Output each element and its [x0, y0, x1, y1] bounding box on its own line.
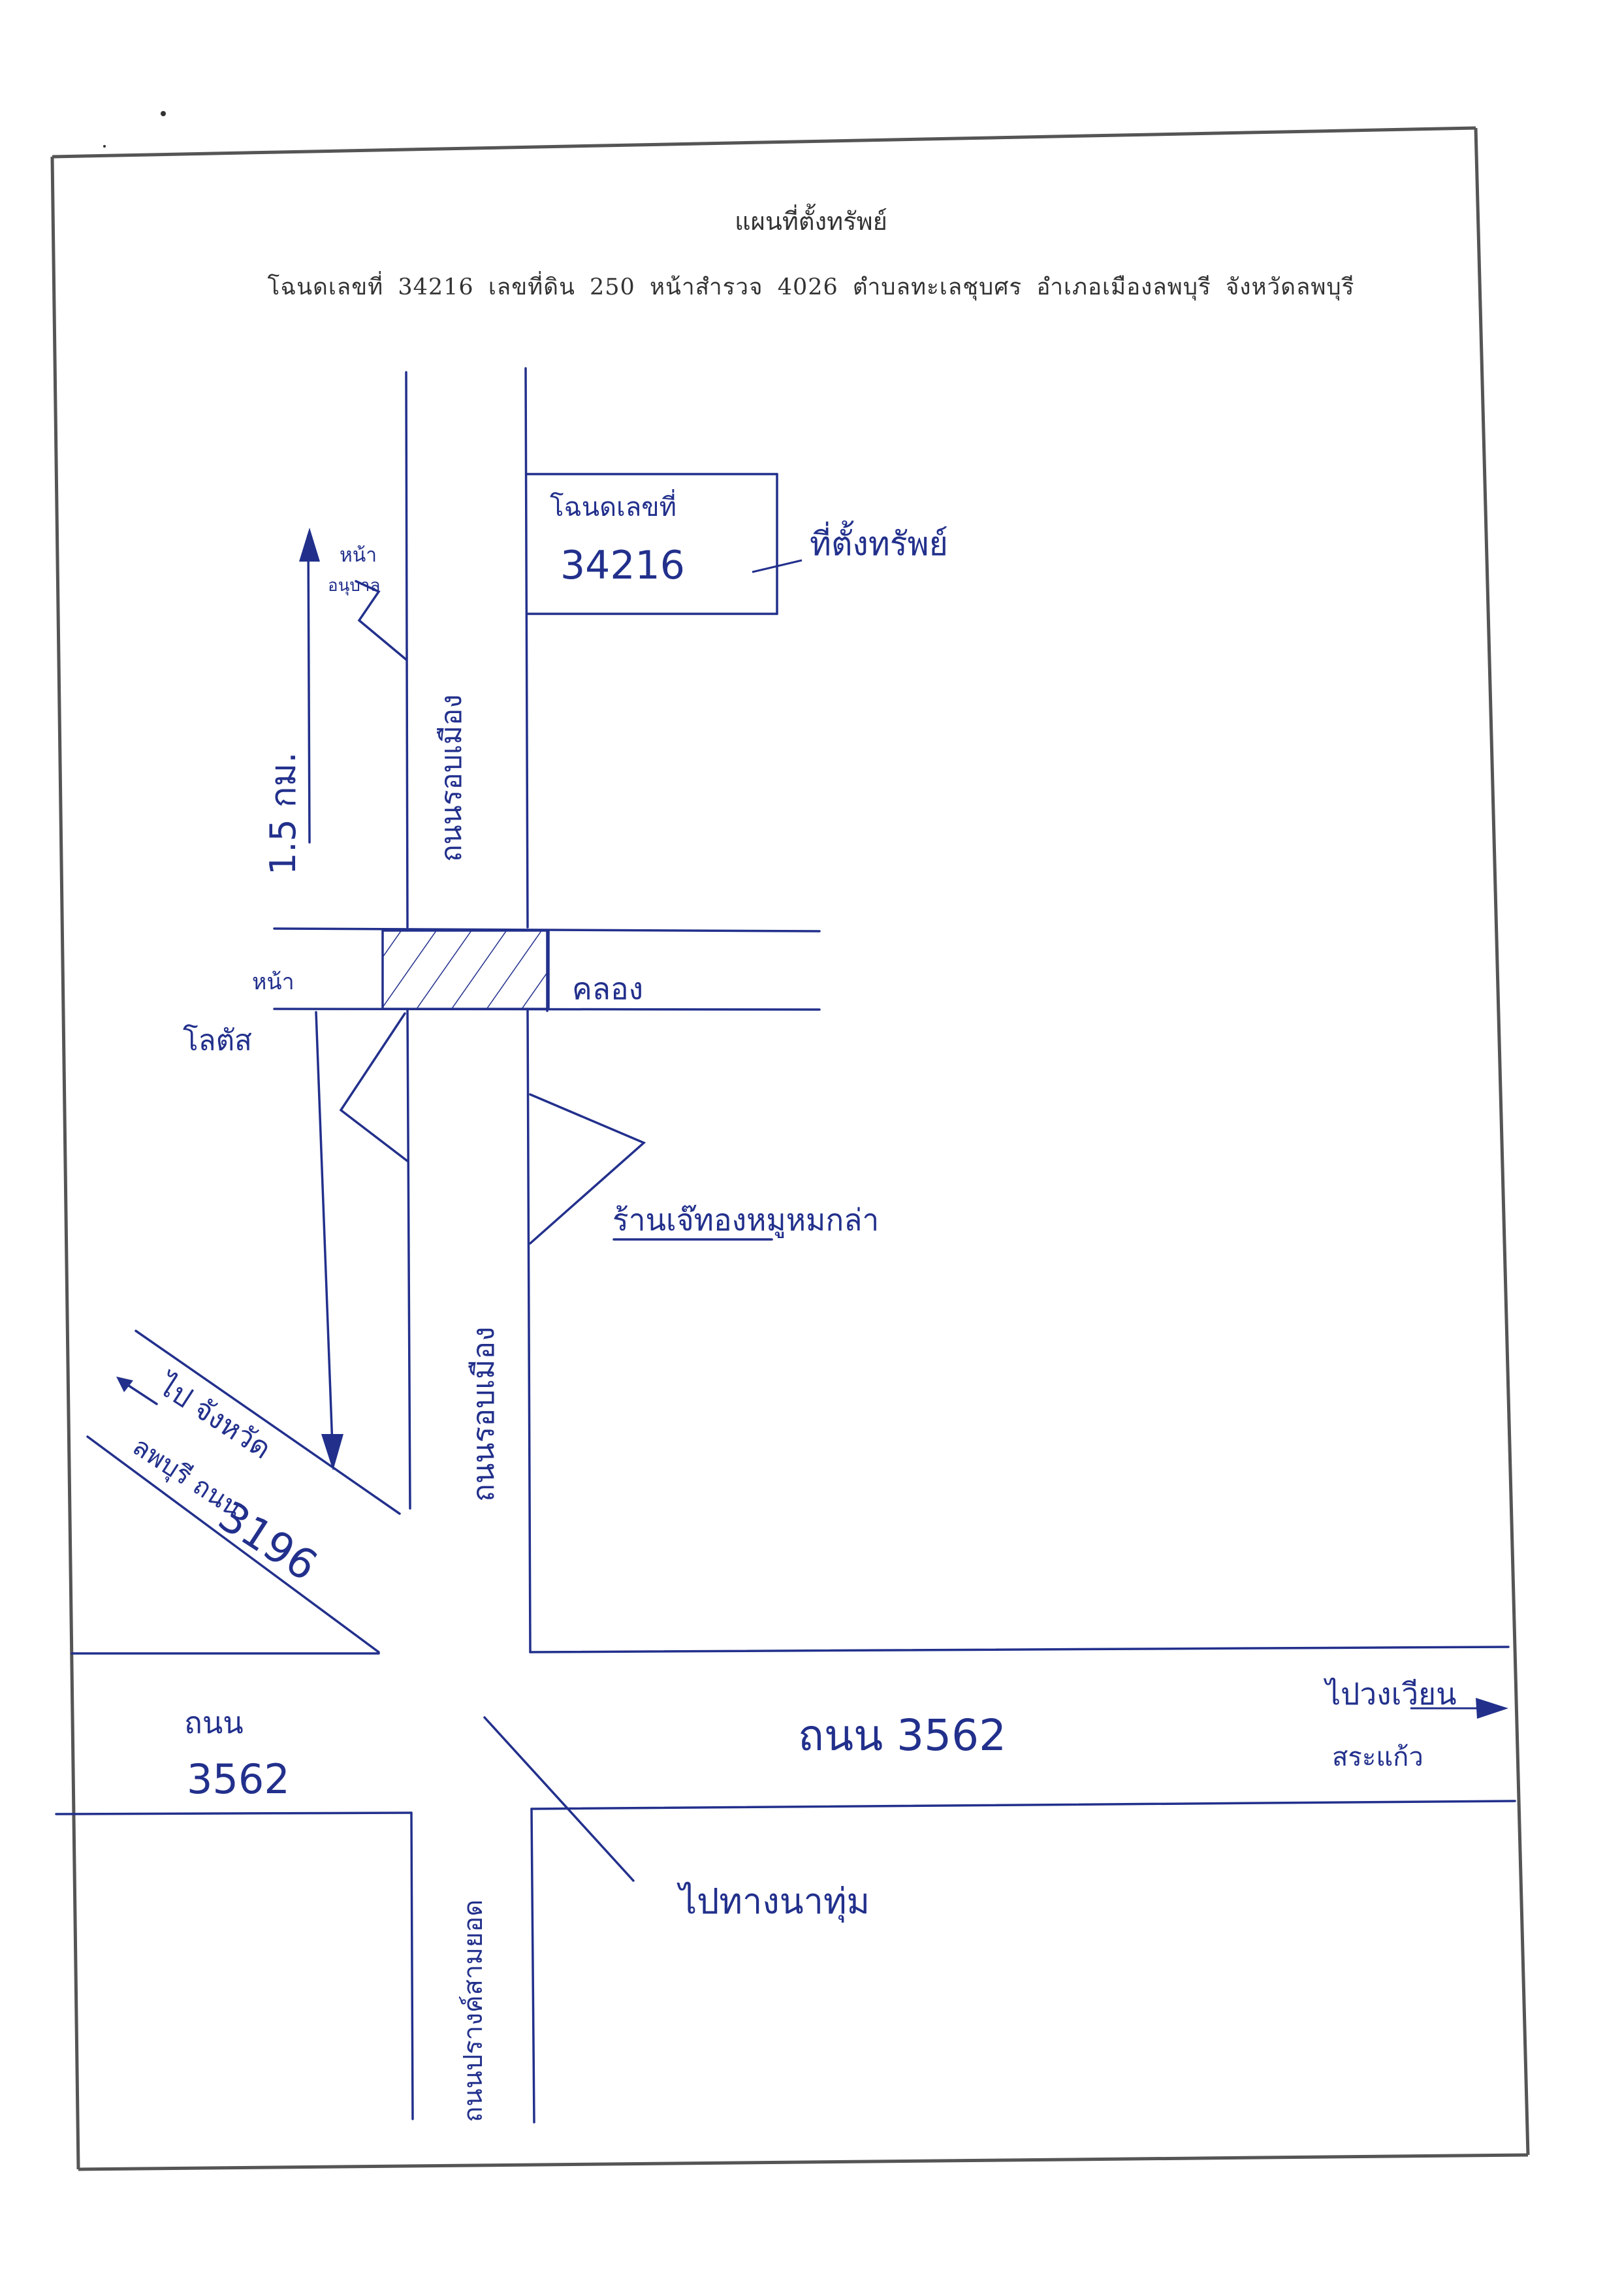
- road-3562: [55, 1646, 1516, 1815]
- bottom-road-label: ถนนปรางค์สามยอด: [458, 1900, 488, 2122]
- scan-specks: [103, 111, 166, 148]
- lower-road: [410, 1808, 535, 2124]
- property-note: ที่ตั้งทรัพย์: [810, 520, 948, 563]
- road-label-upper: ถนนรอบเมือง: [435, 694, 468, 862]
- down-arrow-icon: [321, 1434, 343, 1471]
- road-3562-main: ถนน 3562: [798, 1710, 1006, 1761]
- canal-label: คลอง: [572, 971, 643, 1006]
- lotus-note-bottom: โลตัส: [183, 1024, 252, 1057]
- upper-road: [405, 367, 532, 1653]
- deed-info-line: โฉนดเลขที่ 34216 เลขที่ดิน 250 หน้าสำรวจ…: [267, 274, 1355, 300]
- page-frame: [50, 126, 1530, 2171]
- lotus-note-top: หน้า: [252, 969, 294, 995]
- deed-box-number: 34216: [560, 543, 685, 588]
- deed-box-label: โฉนดเลขที่: [550, 489, 676, 522]
- road-label-lower: ถนนรอบเมือง: [466, 1327, 501, 1502]
- distance-line: [307, 534, 334, 1464]
- pointer-line: [483, 1716, 635, 1882]
- road-3562-left-top: ถนน: [184, 1705, 244, 1740]
- shop-flag: [529, 1093, 646, 1245]
- right-arrow-icon: [1476, 1698, 1508, 1719]
- school-flag: [355, 580, 407, 661]
- road-3196: [86, 1330, 401, 1653]
- road-3562-left-num: 3562: [187, 1755, 290, 1803]
- lotus-flag: [339, 1012, 409, 1162]
- canal: [273, 927, 821, 1012]
- route-3196-label: 3196: [210, 1492, 325, 1591]
- deed-box: [526, 473, 778, 615]
- lopburi-arrow-icon: [116, 1377, 133, 1392]
- to-bottom-label: ไปทางนาทุ่ม: [676, 1881, 870, 1923]
- school-note-bottom: อนุบาล: [328, 576, 380, 596]
- distance-label: 1.5 กม.: [262, 752, 304, 876]
- property-pointer: [752, 559, 803, 573]
- to-right-line1: ไปวงเวียน: [1323, 1676, 1457, 1712]
- school-note-top: หน้า: [340, 544, 377, 567]
- to-right-line2: สระแก้ว: [1332, 1742, 1423, 1772]
- north-arrow-icon: [299, 528, 320, 562]
- page-title: แผนที่ตั้งทรัพย์: [735, 207, 887, 236]
- shop-note: ร้านเจ๊ทองหมูหมกล่า: [612, 1202, 879, 1238]
